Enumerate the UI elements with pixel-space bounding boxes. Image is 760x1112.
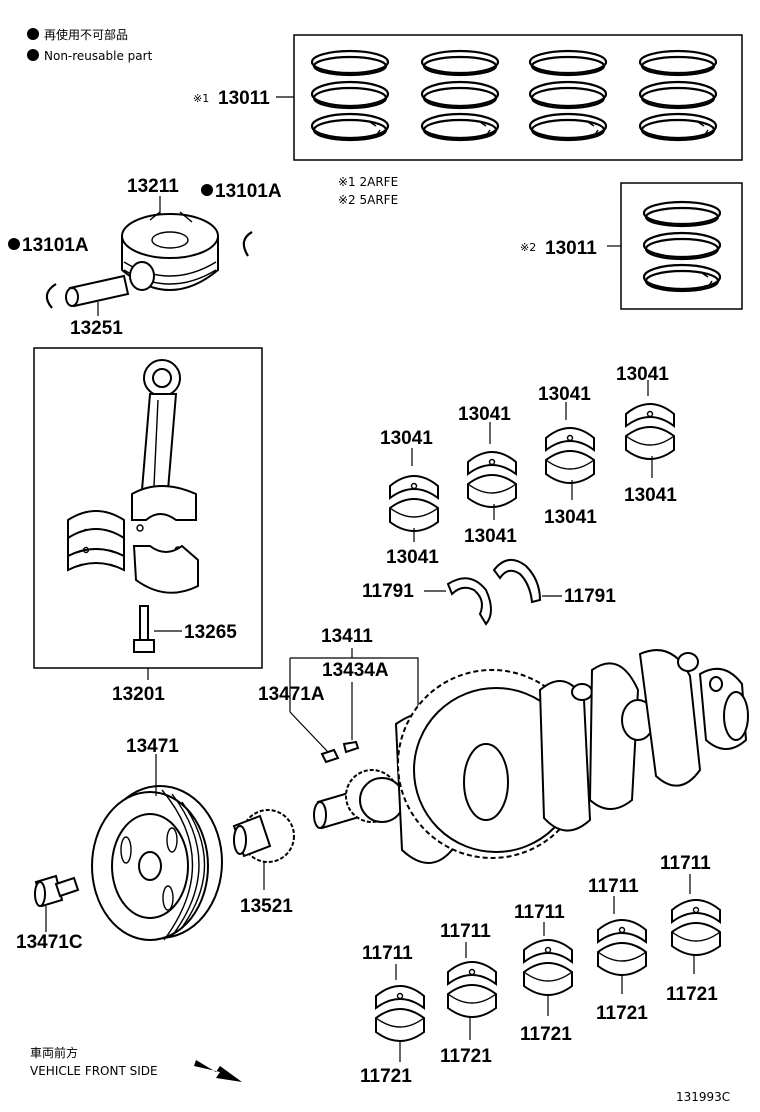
ring-set-1-prefix: ※1	[193, 92, 209, 105]
snap-ring-right: 13101A	[201, 181, 282, 257]
variant-1: ※1 2ARFE	[338, 175, 398, 189]
piston-ring-set-2: ※2 13011	[520, 182, 743, 310]
snap-ring-left: 13101A	[8, 235, 89, 309]
front-side-en: VEHICLE FRONT SIDE	[30, 1064, 158, 1078]
main-bearing-lower-label: 11721	[360, 1066, 412, 1087]
main-bearing-upper-label: 11711	[362, 943, 413, 964]
front-side-jp: 車両前方	[30, 1045, 78, 1060]
conrod-bearing-label: 13041	[464, 526, 517, 547]
main-bearing-group: 11711 11721 11711 11721 11711 11721 1171…	[360, 853, 721, 1087]
crank-pulley: 13471	[91, 736, 223, 941]
main-bearing-lower-label: 11721	[666, 984, 718, 1005]
thrust-washer-label: 11791	[362, 581, 414, 602]
conrod-bearing-label: 13041	[458, 404, 511, 425]
crankshaft-callouts: 13411 13434A 13471A	[258, 626, 419, 764]
crank-sprocket: 13521	[232, 809, 295, 917]
conrod-bolt-label: 13265	[184, 622, 237, 643]
crank-sprocket-label: 13521	[240, 896, 293, 917]
legend: 再使用不可部品 Non-reusable part	[27, 27, 153, 63]
key-b-label: 13471A	[258, 684, 325, 705]
main-bearing-lower-label: 11721	[596, 1003, 648, 1024]
piston: 13211	[121, 176, 219, 291]
legend-jp: 再使用不可部品	[44, 27, 128, 42]
main-bearing-upper-label: 11711	[660, 853, 711, 874]
snap-ring-left-label: 13101A	[22, 235, 89, 256]
conrod-bearing-label: 13041	[538, 384, 591, 405]
conrod-bearing-label: 13041	[624, 485, 677, 506]
crankshaft	[313, 649, 749, 864]
conrod-bearing-group: 13041 13041 13041 13041 13041 13041 1304…	[380, 364, 677, 568]
pulley-bolt-label: 13471C	[16, 932, 83, 953]
piston-ring-set-1: ※1 13011	[193, 34, 743, 161]
conrod-bearing-label: 13041	[616, 364, 669, 385]
key-a-label: 13434A	[322, 660, 389, 681]
main-bearing-lower-label: 11721	[520, 1024, 572, 1045]
front-side-indicator: 車両前方 VEHICLE FRONT SIDE	[30, 1045, 242, 1082]
conrod-bearing-label: 13041	[380, 428, 433, 449]
piston-pin: 13251	[65, 274, 130, 339]
conrod-bearing-label: 13041	[386, 547, 439, 568]
non-reusable-dot-icon	[27, 49, 39, 61]
pulley-bolt: 13471C	[16, 874, 83, 953]
arrow-icon	[194, 1060, 242, 1082]
piston-pin-label: 13251	[70, 318, 123, 339]
ring-set-1-label: 13011	[218, 88, 270, 109]
main-bearing-lower-label: 11721	[440, 1046, 492, 1067]
conrod-bearing-label: 13041	[544, 507, 597, 528]
main-bearing-upper-label: 11711	[588, 876, 639, 897]
non-reusable-dot-icon	[201, 184, 213, 196]
legend-en: Non-reusable part	[44, 49, 153, 63]
non-reusable-dot-icon	[27, 28, 39, 40]
piston-label: 13211	[127, 176, 179, 197]
figure-id: 131993C	[676, 1090, 730, 1104]
pulley-label: 13471	[126, 736, 179, 757]
snap-ring-right-label: 13101A	[215, 181, 282, 202]
connecting-rod-assembly: 13265 13201	[33, 347, 263, 705]
variant-2: ※2 5ARFE	[338, 193, 398, 207]
main-bearing-upper-label: 11711	[514, 902, 565, 923]
thrust-washer-label: 11791	[564, 586, 616, 607]
ring-set-2-prefix: ※2	[520, 241, 536, 254]
main-bearing-upper-label: 11711	[440, 921, 491, 942]
conrod-assy-label: 13201	[112, 684, 165, 705]
crankshaft-label: 13411	[321, 626, 373, 647]
non-reusable-dot-icon	[8, 238, 20, 250]
ring-set-2-label: 13011	[545, 238, 597, 259]
thrust-washers: 11791 11791	[362, 559, 616, 626]
